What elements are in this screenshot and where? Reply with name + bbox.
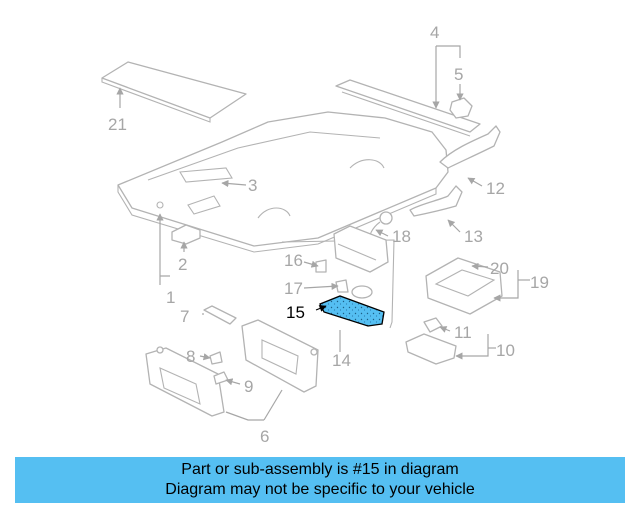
leader-lines: [116, 45, 530, 421]
callout-17: 17: [284, 279, 303, 298]
callout-7: 7: [180, 307, 189, 326]
part-2-clip: [171, 224, 201, 245]
callout-6: 6: [260, 427, 269, 446]
part-6-sun-visors: [145, 319, 319, 417]
headliner: [117, 111, 449, 253]
callout-13: 13: [464, 227, 483, 246]
callout-2: 2: [178, 255, 187, 274]
banner-line-2: Diagram may not be specific to your vehi…: [165, 481, 475, 498]
callout-8: 8: [186, 347, 195, 366]
callout-labels: 21 3 2 1 4 5 12 13 18 16 17 15 14 20 19 …: [108, 23, 549, 446]
callout-21: 21: [108, 115, 127, 134]
part-5-clip: [449, 97, 473, 119]
callout-9: 9: [244, 377, 253, 396]
part-8-hook: [209, 351, 223, 365]
part-21-sunroof-panel: [101, 61, 247, 123]
callout-3: 3: [248, 176, 257, 195]
part-11-lens: [423, 317, 443, 333]
part-14-console-group: [281, 225, 395, 329]
part-4-roof-rail: [335, 79, 481, 137]
callout-12: 12: [486, 179, 505, 198]
callout-10: 10: [496, 341, 515, 360]
part-7-visor-clip: [203, 305, 237, 325]
part-10-lamp-housing: [405, 333, 457, 365]
banner-line-1: Part or sub-assembly is #15 in diagram: [181, 461, 459, 478]
callout-15: 15: [286, 303, 305, 322]
callout-20: 20: [490, 259, 509, 278]
callout-19: 19: [530, 273, 549, 292]
callout-14: 14: [332, 351, 351, 370]
callout-4: 4: [430, 23, 439, 42]
part-19-overhead-console: [425, 257, 503, 315]
part-12-grab-handle: [439, 125, 501, 169]
callout-5: 5: [454, 65, 463, 84]
parts-diagram: 21 3 2 1 4 5 12 13 18 16 17 15 14 20 19 …: [101, 23, 549, 446]
part-13-grab-handle: [409, 185, 463, 217]
callout-11: 11: [454, 323, 472, 342]
part-15-highlighted: [319, 295, 385, 327]
callout-18: 18: [392, 227, 411, 246]
info-banner: Part or sub-assembly is #15 in diagram D…: [15, 457, 625, 503]
callout-16: 16: [284, 251, 303, 270]
callout-1: 1: [166, 288, 175, 307]
